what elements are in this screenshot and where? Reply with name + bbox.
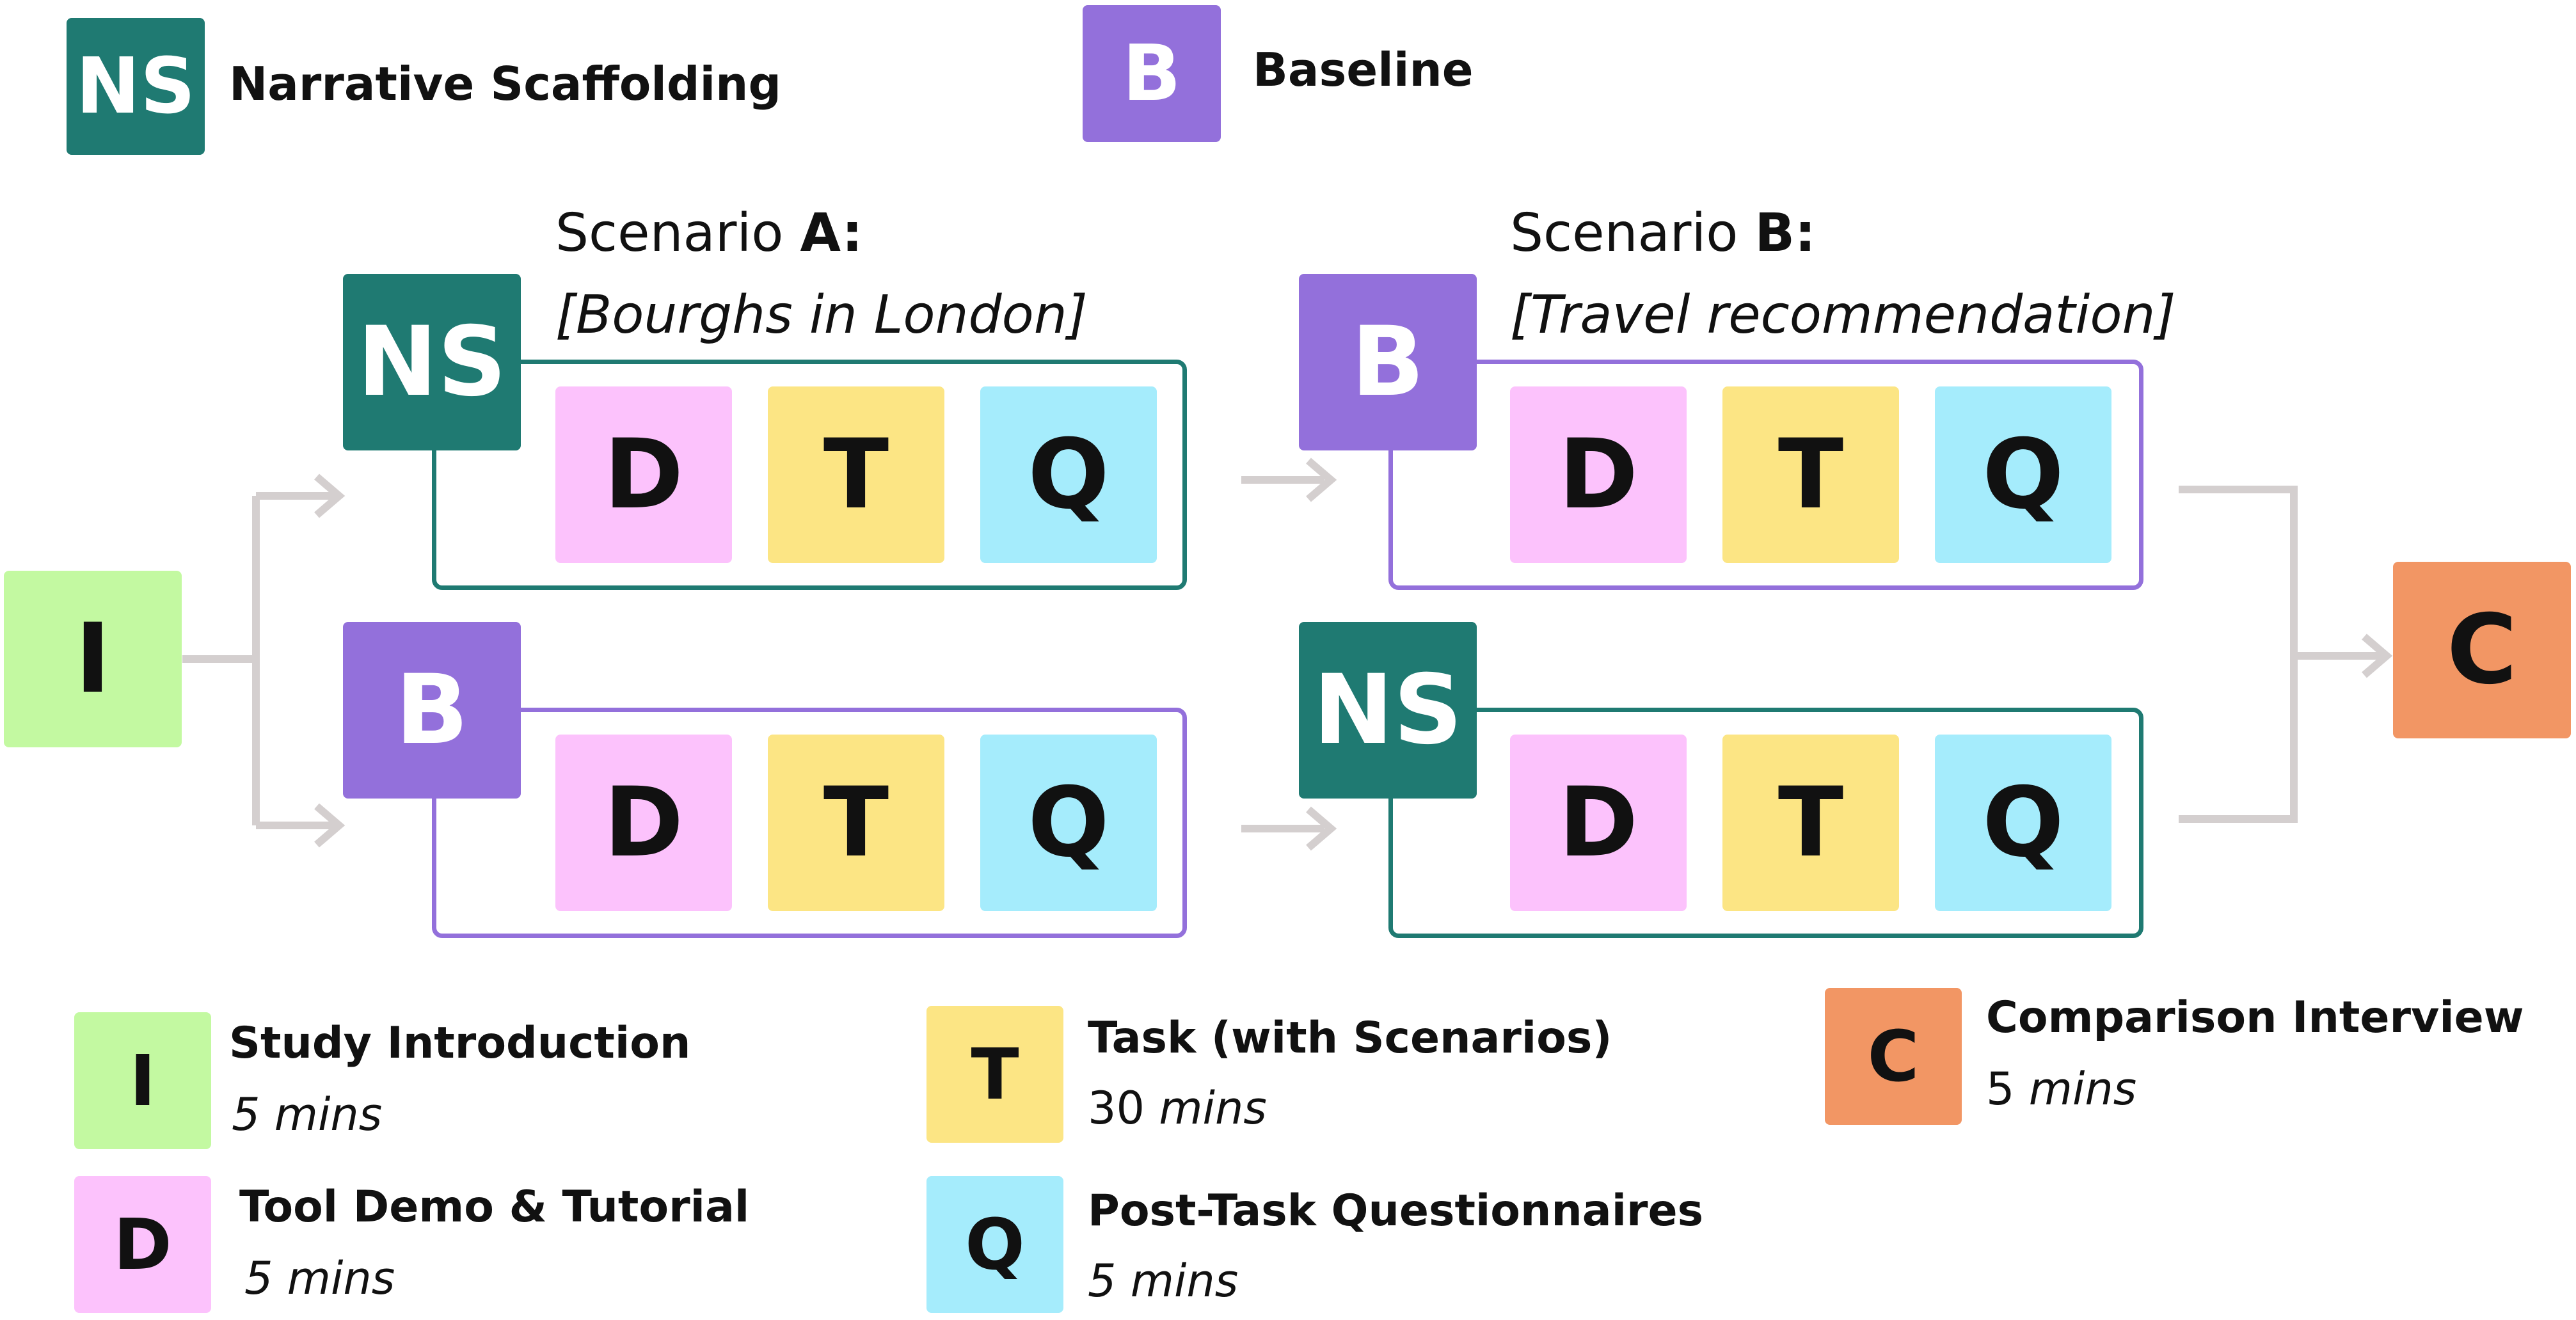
scenario-a-desc: [Bourghs in London] xyxy=(555,285,1088,346)
legend-c-duration-num: 5 xyxy=(1986,1063,2029,1115)
arrowhead-row1-mid xyxy=(1306,457,1337,502)
legend-i-name: Study Introduction xyxy=(229,1018,691,1069)
row2-block1-frame xyxy=(432,708,1187,938)
row1-block1-step-d: D xyxy=(555,386,732,563)
study-introduction-tile: I xyxy=(4,571,182,747)
row2-block1-condition-b: B xyxy=(343,622,521,799)
legend-t-duration-num: 30 xyxy=(1088,1082,1159,1134)
legend-d-name: Tool Demo & Tutorial xyxy=(239,1182,750,1232)
row1-block2-condition-b: B xyxy=(1299,274,1477,450)
row1-block2-step-q: Q xyxy=(1935,386,2111,563)
arrowhead-row2 xyxy=(314,803,346,848)
row1-block1-step-t: T xyxy=(768,386,944,563)
legend-i-tile: I xyxy=(74,1012,211,1149)
legend-ns-tile: NS xyxy=(67,18,205,155)
row2-block1-step-d: D xyxy=(555,735,732,911)
legend-c-tile: C xyxy=(1825,988,1962,1125)
row1-block2-step-t: T xyxy=(1722,386,1899,563)
legend-b-tile: B xyxy=(1083,5,1221,142)
legend-q-tile: Q xyxy=(926,1176,1063,1313)
legend-d-duration-unit: 5 mins xyxy=(244,1252,395,1305)
legend-t-duration-unit: mins xyxy=(1159,1082,1267,1134)
row1-block1-step-q: Q xyxy=(980,386,1157,563)
legend-i-duration: 5 mins xyxy=(232,1090,382,1140)
comparison-interview-tile: C xyxy=(2393,562,2571,738)
legend-t-duration: 30 mins xyxy=(1088,1084,1267,1133)
arrowhead-row1 xyxy=(314,473,346,518)
legend-b-label: Baseline xyxy=(1253,43,1474,97)
scenario-a-prefix: Scenario xyxy=(555,203,800,264)
row1-block1-condition-ns: NS xyxy=(343,274,521,450)
legend-ns-label: Narrative Scaffolding xyxy=(229,57,781,111)
scenario-b-prefix: Scenario xyxy=(1510,203,1755,264)
scenario-b-desc: [Travel recommendation] xyxy=(1510,285,2176,346)
row2-block1-step-t: T xyxy=(768,735,944,911)
scenario-a-letter: A: xyxy=(800,203,863,264)
arrowhead-row2-mid xyxy=(1306,806,1337,851)
legend-q-duration-unit: 5 mins xyxy=(1088,1255,1239,1307)
legend-t-tile: T xyxy=(926,1006,1063,1143)
arrowhead-to-c xyxy=(2362,633,2393,678)
legend-q-name: Post-Task Questionnaires xyxy=(1088,1186,1704,1236)
legend-t-name: Task (with Scenarios) xyxy=(1088,1013,1612,1063)
scenario-b-label: Scenario B: xyxy=(1510,203,1816,264)
legend-d-duration: 5 mins xyxy=(244,1254,395,1303)
legend-i-duration-unit: 5 mins xyxy=(232,1088,383,1141)
legend-c-duration-unit: mins xyxy=(2028,1063,2137,1115)
scenario-a-label: Scenario A: xyxy=(555,203,863,264)
legend-c-duration: 5 mins xyxy=(1986,1065,2136,1114)
merge-row1 xyxy=(2179,486,2298,823)
row2-block2-condition-ns: NS xyxy=(1299,622,1477,799)
row2-block2-step-d: D xyxy=(1510,735,1687,911)
row1-block1-frame xyxy=(432,360,1187,590)
row1-block2-step-d: D xyxy=(1510,386,1687,563)
row2-block2-step-t: T xyxy=(1722,735,1899,911)
scenario-b-letter: B: xyxy=(1754,203,1816,264)
row2-block2-frame xyxy=(1388,708,2143,938)
legend-c-name: Comparison Interview xyxy=(1986,992,2524,1043)
row1-block2-frame xyxy=(1388,360,2143,590)
row2-block1-step-q: Q xyxy=(980,735,1157,911)
legend-d-tile: D xyxy=(74,1176,211,1313)
row2-block2-step-q: Q xyxy=(1935,735,2111,911)
legend-q-duration: 5 mins xyxy=(1088,1257,1238,1306)
